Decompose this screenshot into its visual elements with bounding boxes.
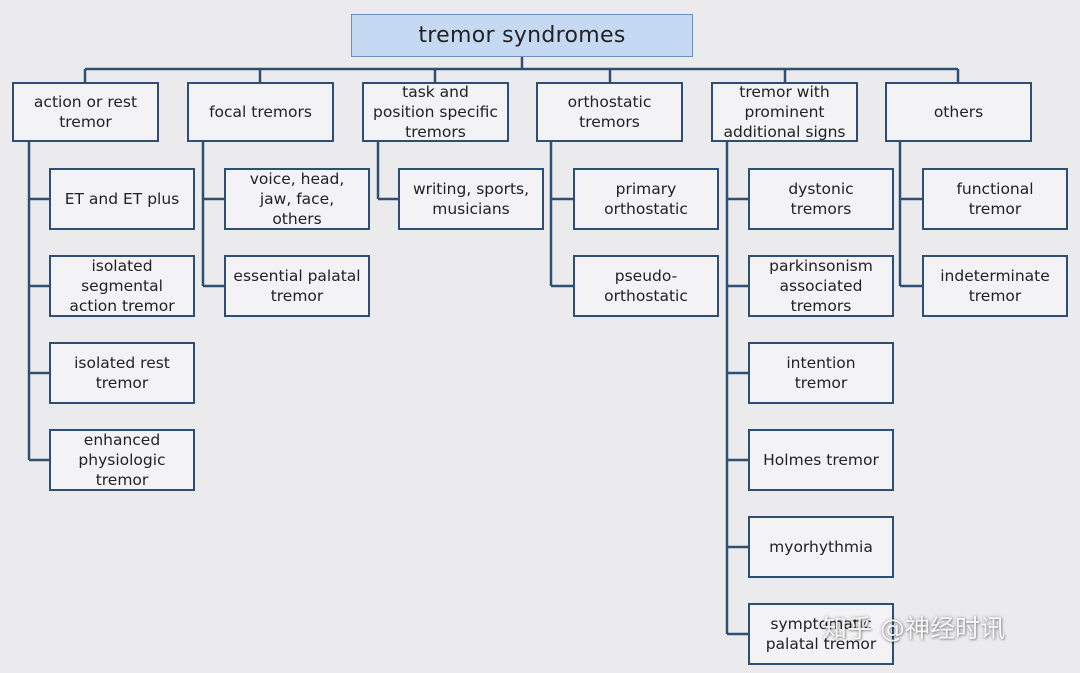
category-label: focal tremors xyxy=(209,103,312,121)
node-label: myorhythmia xyxy=(769,538,873,556)
node-pseudo-orthostatic: pseudo- orthostatic xyxy=(573,255,719,317)
node-label: pseudo- orthostatic xyxy=(604,267,688,305)
node-label: parkinsonism associated tremors xyxy=(769,257,873,315)
node-label: isolated rest tremor xyxy=(74,354,170,392)
node-indeterminate: indeterminate tremor xyxy=(922,255,1068,317)
node-label: essential palatal tremor xyxy=(233,267,361,305)
watermark: 知乎 @神经时讯 xyxy=(822,614,1005,643)
category-action-or-rest: action or rest tremor xyxy=(12,82,159,142)
node-voice-head-jaw: voice, head, jaw, face, others xyxy=(224,168,370,230)
node-parkinsonism: parkinsonism associated tremors xyxy=(748,255,894,317)
category-label: task and position specific tremors xyxy=(373,83,498,141)
category-additional-signs: tremor with prominent additional signs xyxy=(711,82,858,142)
node-label: functional tremor xyxy=(956,180,1034,218)
node-label: intention tremor xyxy=(786,354,856,392)
node-label: primary orthostatic xyxy=(604,180,688,218)
node-label: ET and ET plus xyxy=(64,190,180,208)
category-label: others xyxy=(933,103,984,121)
node-holmes: Holmes tremor xyxy=(748,429,894,491)
node-et-and-et-plus: ET and ET plus xyxy=(49,168,195,230)
root-label: tremor syndromes xyxy=(418,22,626,48)
node-label: writing, sports, musicians xyxy=(412,180,530,218)
node-label: dystonic tremors xyxy=(788,180,854,218)
node-writing-sports: writing, sports, musicians xyxy=(398,168,544,230)
category-label: orthostatic tremors xyxy=(567,93,652,131)
category-others: others xyxy=(885,82,1032,142)
category-task-position: task and position specific tremors xyxy=(362,82,509,142)
node-myorhythmia: myorhythmia xyxy=(748,516,894,578)
node-primary-orthostatic: primary orthostatic xyxy=(573,168,719,230)
node-label: indeterminate tremor xyxy=(940,267,1050,305)
category-focal: focal tremors xyxy=(187,82,334,142)
node-essential-palatal: essential palatal tremor xyxy=(224,255,370,317)
node-label: enhanced physiologic tremor xyxy=(78,431,166,489)
node-label: voice, head, jaw, face, others xyxy=(249,170,345,228)
node-functional: functional tremor xyxy=(922,168,1068,230)
category-label: action or rest tremor xyxy=(33,93,138,131)
node-label: Holmes tremor xyxy=(763,451,879,469)
category-orthostatic: orthostatic tremors xyxy=(536,82,683,142)
node-label: symptomatic palatal tremor xyxy=(765,615,877,653)
node-dystonic: dystonic tremors xyxy=(748,168,894,230)
node-label: isolated segmental action tremor xyxy=(69,257,175,315)
node-isolated-segmental: isolated segmental action tremor xyxy=(49,255,195,317)
category-label: tremor with prominent additional signs xyxy=(723,83,846,141)
node-isolated-rest: isolated rest tremor xyxy=(49,342,195,404)
node-enhanced-physiologic: enhanced physiologic tremor xyxy=(49,429,195,491)
node-intention: intention tremor xyxy=(748,342,894,404)
node-symptomatic-palatal: symptomatic palatal tremor xyxy=(748,603,894,665)
root-node: tremor syndromes xyxy=(351,14,693,57)
